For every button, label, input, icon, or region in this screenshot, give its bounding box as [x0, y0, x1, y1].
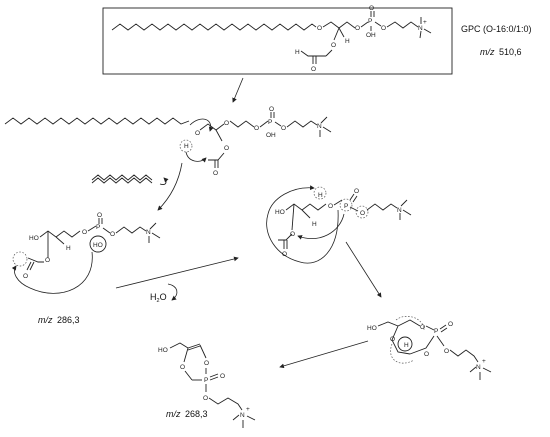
- nitrogen: N: [418, 25, 423, 32]
- svg-text:O: O: [360, 210, 365, 217]
- arrow-step-1: [232, 77, 244, 103]
- fragment-268: HO O O P O O N + m/z 268,3: [158, 342, 256, 428]
- svg-text:O: O: [354, 188, 359, 195]
- svg-text:H: H: [404, 342, 409, 349]
- fragment-286: HO O H O P O HO O N O m/z 286,3: [11, 212, 161, 325]
- svg-text:N: N: [476, 364, 481, 371]
- alkene-loss: [91, 174, 169, 185]
- svg-text:HO: HO: [275, 209, 285, 216]
- svg-text:H2O: H2O: [150, 292, 167, 304]
- svg-text:O: O: [424, 351, 429, 358]
- svg-text:HO: HO: [93, 242, 103, 249]
- svg-text:O: O: [254, 125, 259, 132]
- svg-text:P: P: [344, 203, 348, 210]
- svg-text:O: O: [281, 125, 286, 132]
- phosphorus: P: [368, 18, 372, 25]
- svg-text:P: P: [268, 119, 272, 126]
- svg-text:O: O: [45, 257, 50, 264]
- svg-text:OH: OH: [366, 32, 376, 39]
- svg-text:O: O: [331, 42, 336, 49]
- svg-text:P: P: [204, 377, 208, 384]
- intermediate-3: HO O H O P O O O N +: [367, 316, 492, 380]
- svg-text:O: O: [224, 120, 229, 127]
- svg-text:O: O: [448, 321, 453, 328]
- svg-text:O: O: [282, 251, 287, 258]
- svg-text:O: O: [204, 360, 209, 367]
- svg-text:O: O: [444, 348, 449, 355]
- ether-oxygen: O: [317, 25, 322, 32]
- svg-text:+: +: [423, 19, 427, 26]
- svg-text:HO: HO: [158, 347, 168, 354]
- svg-text:+: +: [246, 406, 250, 413]
- alkyl-chain: [111, 23, 317, 31]
- svg-text:H: H: [184, 143, 189, 150]
- arrow-step-4: [345, 241, 382, 298]
- svg-text:O: O: [420, 324, 425, 331]
- svg-text:HO: HO: [367, 325, 377, 332]
- svg-text:O: O: [355, 25, 360, 32]
- fragment-268-mz: m/z 268,3: [166, 409, 208, 419]
- svg-text:H: H: [318, 192, 323, 199]
- svg-text:O: O: [180, 364, 185, 371]
- svg-text:O: O: [203, 395, 208, 402]
- svg-text:O: O: [97, 212, 102, 219]
- intermediate-2: HO O H H O P O O N O: [266, 185, 412, 264]
- svg-text:N: N: [240, 412, 245, 419]
- precursor-box: [102, 7, 453, 75]
- svg-text:P: P: [96, 224, 100, 231]
- intermediate-1: O H O O O O P O OH O N: [4, 106, 332, 177]
- svg-text:O: O: [381, 25, 386, 32]
- svg-text:+: +: [482, 358, 486, 365]
- precursor-structure: O O P O OH O N + H O H O GPC (O-16:0/1:0…: [102, 5, 532, 75]
- svg-text:O: O: [390, 336, 395, 343]
- svg-text:O: O: [269, 106, 274, 113]
- svg-text:OH: OH: [266, 132, 276, 139]
- svg-text:H: H: [345, 38, 350, 45]
- svg-text:H: H: [295, 49, 300, 56]
- svg-text:P: P: [434, 328, 438, 335]
- svg-text:O: O: [369, 5, 374, 12]
- svg-text:O: O: [82, 229, 87, 236]
- precursor-mz: m/z 510,6: [480, 47, 522, 57]
- arrow-step-5: [279, 340, 369, 369]
- water-loss: H2O: [150, 283, 178, 304]
- svg-text:O: O: [195, 130, 200, 137]
- svg-text:H: H: [66, 245, 71, 252]
- svg-text:O: O: [220, 373, 225, 380]
- arrow-step-2: [157, 162, 183, 211]
- svg-text:O: O: [110, 231, 115, 238]
- svg-text:O: O: [311, 66, 316, 73]
- svg-text:O: O: [328, 203, 333, 210]
- svg-text:O: O: [213, 170, 218, 177]
- arrow-step-3: [115, 256, 239, 289]
- svg-text:O: O: [290, 231, 295, 238]
- svg-text:O: O: [23, 273, 28, 280]
- precursor-name: GPC (O-16:0/1:0): [461, 24, 532, 34]
- svg-text:HO: HO: [29, 235, 39, 242]
- svg-text:H: H: [312, 221, 317, 228]
- svg-text:O: O: [224, 145, 229, 152]
- svg-text:N: N: [317, 123, 322, 130]
- svg-text:N: N: [397, 207, 402, 214]
- svg-text:N: N: [146, 229, 151, 236]
- fragment-286-mz: m/z 286,3: [38, 315, 80, 325]
